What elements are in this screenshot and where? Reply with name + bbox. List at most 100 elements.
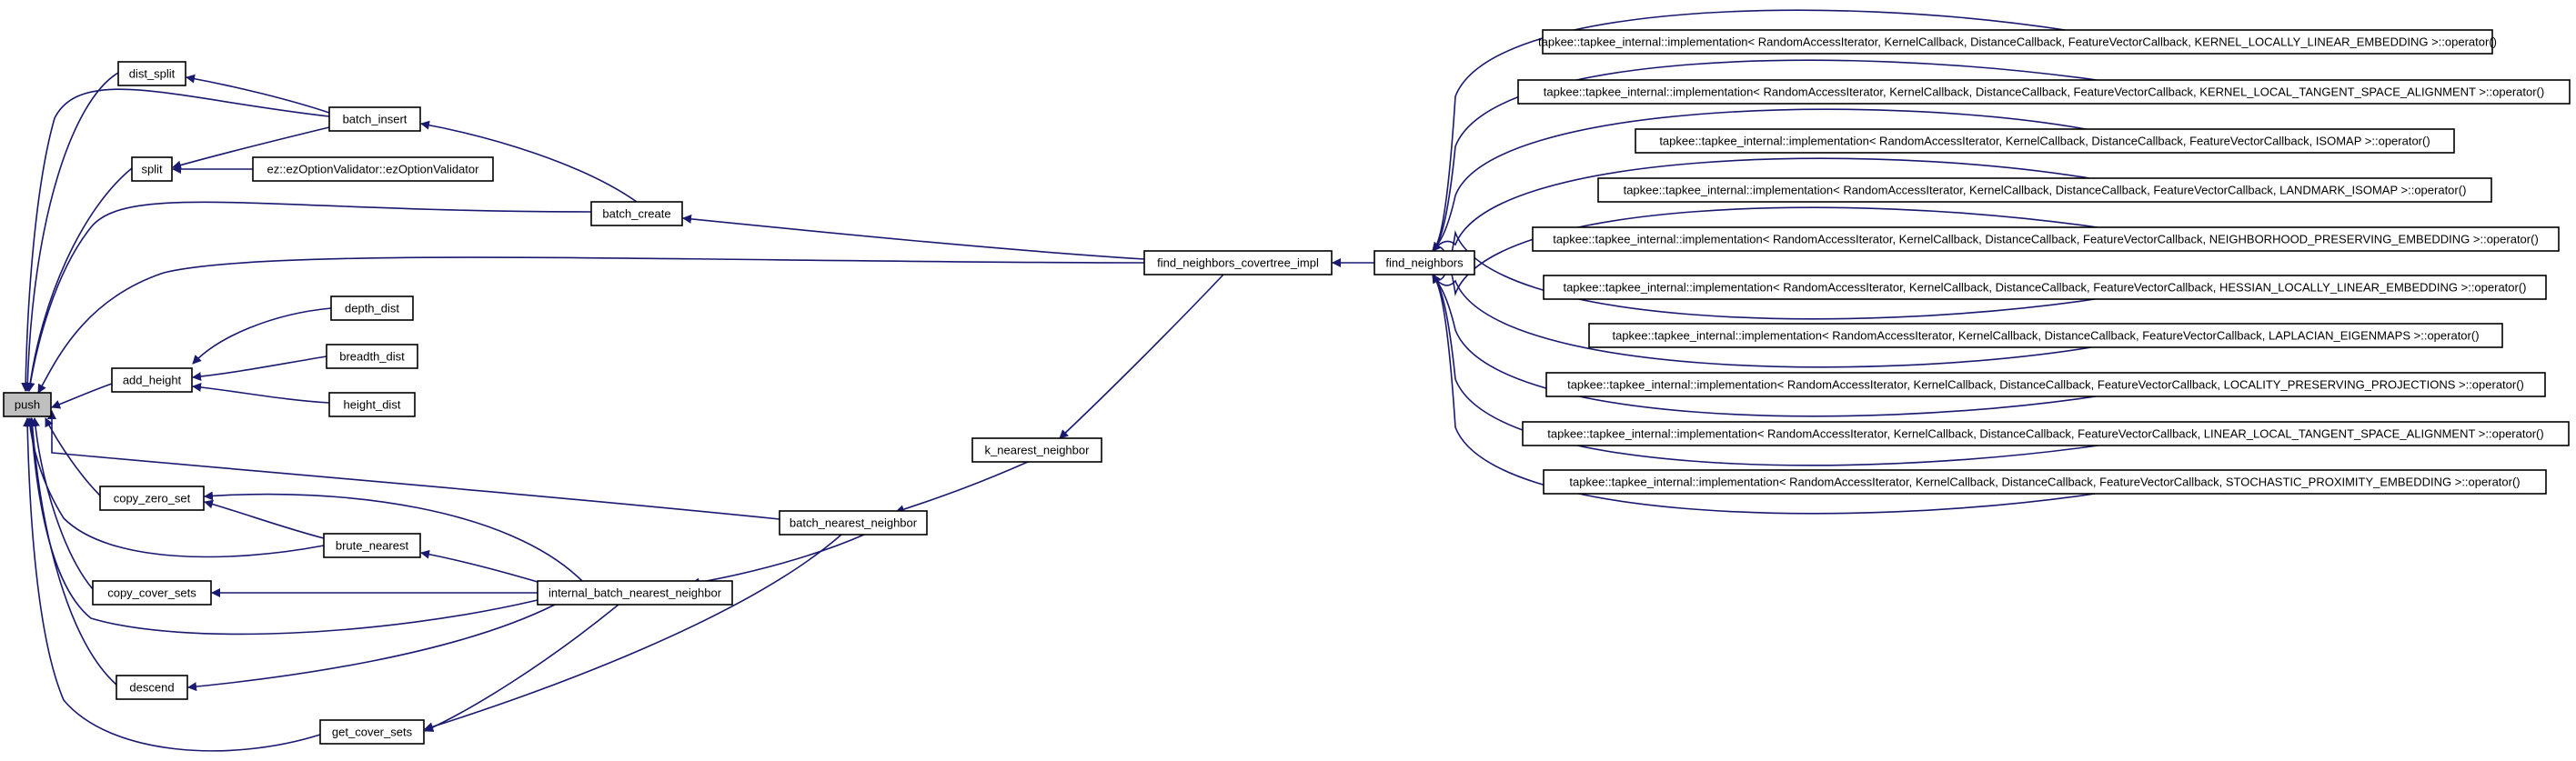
node-box [328,392,416,417]
node-box [1597,177,2492,203]
node-label: tapkee::tapkee_internal::implementation<… [1612,329,2479,343]
node-brute-nearest[interactable]: brute_nearest [323,533,421,558]
edge-dist_split-to-push [23,72,119,392]
node-impl-lltsa[interactable]: tapkee::tapkee_internal::implementation<… [1522,421,2570,446]
node-split[interactable]: split [131,156,173,182]
node-find-neighbors[interactable]: find_neighbors [1374,250,1475,275]
node-label: copy_cover_sets [107,586,196,600]
node-label: tapkee::tapkee_internal::implementation<… [1547,427,2543,441]
edge-add_height-to-push [51,383,113,409]
node-batch-nearest-neighbor[interactable]: batch_nearest_neighbor [779,510,928,536]
node-box [1542,29,2493,55]
node-label: add_height [123,374,182,387]
node-k-nearest-neighbor[interactable]: k_nearest_neighbor [971,437,1102,463]
edge-batch_nearest_neighbor-to-get_cover_sets [424,534,842,732]
node-impl-lpp[interactable]: tapkee::tapkee_internal::implementation<… [1545,372,2546,397]
node-label: split [141,163,163,176]
node-impl-spe[interactable]: tapkee::tapkee_internal::implementation<… [1543,469,2547,495]
node-box [1517,79,2571,105]
edge-impl_le-to-find_neighbors [1432,274,2092,368]
edge-brute_nearest-to-copy_zero_set [204,499,325,539]
edge-impl_lisomap-to-find_neighbors [1432,157,2090,252]
node-copy-zero-set[interactable]: copy_zero_set [99,486,205,511]
edge-batch_insert-to-push [21,88,330,392]
node-copy-cover-sets[interactable]: copy_cover_sets [92,580,212,606]
node-box [1543,275,2547,300]
node-label: tapkee::tapkee_internal::implementation<… [1569,476,2520,489]
node-descend[interactable]: descend [116,675,188,700]
node-label: copy_zero_set [114,492,191,506]
node-label: tapkee::tapkee_internal::implementation<… [1544,85,2544,99]
node-label: batch_insert [343,113,408,126]
node-label: find_neighbors [1385,256,1464,270]
node-box [319,719,425,745]
node-label: height_dist [344,398,401,412]
node-impl-le[interactable]: tapkee::tapkee_internal::implementation<… [1588,323,2503,348]
node-box [116,675,188,700]
node-box [1143,250,1333,275]
edge-internal_batch_nearest_neighbor-to-get_cover_sets [424,604,619,732]
edge-split-to-push [25,167,133,392]
node-breadth-dist[interactable]: breadth_dist [326,344,418,369]
node-internal-batch-nearest-neighbor[interactable]: internal_batch_nearest_neighbor [537,580,733,606]
node-label: tapkee::tapkee_internal::implementation<… [1659,135,2430,148]
node-label: tapkee::tapkee_internal::implementation<… [1624,184,2467,197]
node-box [971,437,1102,463]
edge-batch_insert-to-split [172,126,330,170]
node-dist-split[interactable]: dist_split [117,61,186,86]
node-box [537,580,733,606]
edge-height_dist-to-add_height [192,382,330,404]
edge-copy_cover_sets-to-push [30,417,94,590]
node-height-dist[interactable]: height_dist [328,392,416,417]
edge-descend-to-push [27,417,117,686]
node-impl-lle[interactable]: tapkee::tapkee_internal::implementation<… [1538,29,2497,55]
node-depth-dist[interactable]: depth_dist [330,295,414,321]
edge-get_cover_sets-to-push [23,417,321,752]
node-box [326,344,418,369]
node-box [323,533,421,558]
node-label: tapkee::tapkee_internal::implementation<… [1567,378,2524,392]
node-label: batch_nearest_neighbor [790,516,918,530]
node-impl-npe[interactable]: tapkee::tapkee_internal::implementation<… [1532,226,2560,252]
node-box [330,295,414,321]
node-box [328,106,421,132]
edge-impl_isomap-to-find_neighbors [1432,108,2087,252]
edge-internal_batch_nearest_neighbor-to-descend [187,604,556,692]
node-impl-lisomap[interactable]: tapkee::tapkee_internal::implementation<… [1597,177,2492,203]
node-push[interactable]: push [3,392,52,417]
node-label: internal_batch_nearest_neighbor [548,586,722,600]
node-box [590,201,683,226]
node-ezOptionValidator[interactable]: ez::ezOptionValidator::ezOptionValidator [252,156,494,182]
edge-internal_batch_nearest_neighbor-to-brute_nearest [420,549,538,583]
edge-batch_insert-to-dist_split [186,74,330,114]
node-impl-ltsa[interactable]: tapkee::tapkee_internal::implementation<… [1517,79,2571,105]
node-label: get_cover_sets [332,726,413,739]
node-label: k_nearest_neighbor [985,444,1091,457]
node-find-neighbors-covertree-impl[interactable]: find_neighbors_covertree_impl [1143,250,1333,275]
edge-batch_create-to-batch_insert [420,120,638,203]
node-box [1532,226,2560,252]
node-get-cover-sets[interactable]: get_cover_sets [319,719,425,745]
node-batch-insert[interactable]: batch_insert [328,106,421,132]
node-impl-isomap[interactable]: tapkee::tapkee_internal::implementation<… [1635,128,2455,154]
node-label: brute_nearest [336,539,409,553]
edge-find_neighbors_covertree_impl-to-push [37,256,1145,394]
node-label: depth_dist [345,302,399,315]
edge-internal_batch_nearest_neighbor-to-push [26,417,538,636]
node-box [111,367,193,393]
edge-k_nearest_neighbor-to-batch_nearest_neighbor [895,461,1029,514]
node-box [131,156,173,182]
node-label: find_neighbors_covertree_impl [1157,256,1319,270]
node-box [779,510,928,536]
node-batch-create[interactable]: batch_create [590,201,683,226]
node-impl-hlle[interactable]: tapkee::tapkee_internal::implementation<… [1543,275,2547,300]
node-label: tapkee::tapkee_internal::implementation<… [1553,233,2539,246]
node-add-height[interactable]: add_height [111,367,193,393]
node-label: batch_create [602,207,670,221]
node-box [1635,128,2455,154]
node-box [1374,250,1475,275]
node-box [117,61,186,86]
edge-brute_nearest-to-push [25,417,325,558]
node-box [1588,323,2503,348]
